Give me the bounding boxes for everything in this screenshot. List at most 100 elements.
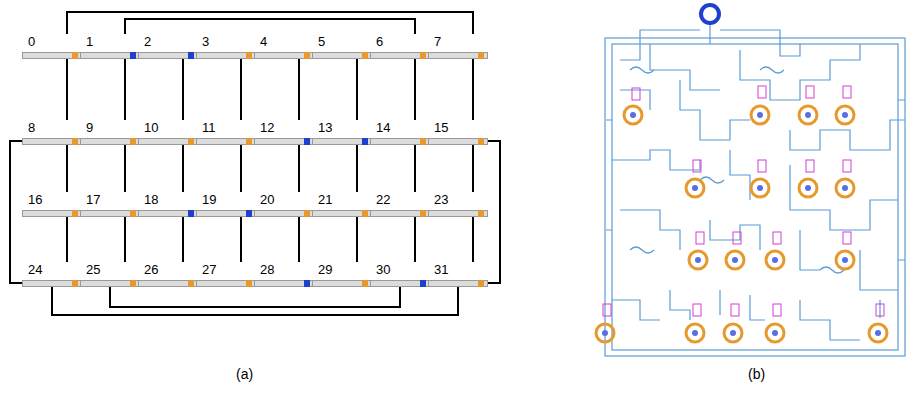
readout-marker — [246, 138, 252, 145]
coupler-line — [124, 59, 126, 120]
readout-marker — [420, 210, 426, 217]
qubit: 26 — [138, 262, 198, 287]
coupler-line — [414, 145, 416, 192]
qubit: 25 — [80, 262, 140, 287]
qubit-number: 19 — [196, 192, 256, 207]
qubit-number: 2 — [138, 34, 198, 49]
readout-marker — [478, 52, 484, 59]
coupler-line — [182, 217, 184, 262]
coupler-line — [182, 145, 184, 192]
qubit-number: 25 — [80, 262, 140, 277]
readout-marker — [246, 210, 252, 217]
qubit-number: 24 — [22, 262, 82, 277]
qubit: 11 — [196, 120, 256, 145]
qubit: 2 — [138, 34, 198, 59]
qubit: 18 — [138, 192, 198, 217]
coupler-line — [124, 217, 126, 262]
coupler-line — [67, 12, 473, 34]
readout-marker — [420, 280, 426, 287]
qubit: 28 — [254, 262, 314, 287]
qubit: 13 — [312, 120, 372, 145]
readout-marker — [72, 138, 78, 145]
qubit: 9 — [80, 120, 140, 145]
readout-marker — [420, 138, 426, 145]
readout-marker — [188, 280, 194, 287]
qubit-number: 4 — [254, 34, 314, 49]
coupler-line — [356, 145, 358, 192]
coupler-line — [125, 19, 415, 34]
qubit-number: 6 — [370, 34, 430, 49]
qubit: 23 — [428, 192, 488, 217]
coupler-line — [472, 59, 474, 120]
qubit-number: 27 — [196, 262, 256, 277]
qubit: 29 — [312, 262, 372, 287]
coupler-line — [298, 217, 300, 262]
readout-marker — [188, 52, 194, 59]
qubit-number: 12 — [254, 120, 314, 135]
coupler-line — [472, 217, 474, 262]
panel-label: (a) — [236, 366, 253, 382]
coupler-line — [488, 141, 500, 283]
qubit-number: 20 — [254, 192, 314, 207]
coupler-line — [66, 145, 68, 192]
qubit: 6 — [370, 34, 430, 59]
qubit-number: 22 — [370, 192, 430, 207]
readout-marker — [420, 52, 426, 59]
readout-marker — [130, 210, 136, 217]
qubit: 22 — [370, 192, 430, 217]
coupler-line — [66, 59, 68, 120]
qubit: 8 — [22, 120, 82, 145]
qubit-number: 16 — [22, 192, 82, 207]
qubit: 31 — [428, 262, 488, 287]
readout-marker — [130, 52, 136, 59]
qubit-number: 5 — [312, 34, 372, 49]
qubit-number: 0 — [22, 34, 82, 49]
readout-marker — [246, 52, 252, 59]
readout-marker — [246, 280, 252, 287]
qubit: 4 — [254, 34, 314, 59]
coupler-line — [472, 145, 474, 192]
coupler-line — [414, 59, 416, 120]
readout-marker — [478, 210, 484, 217]
readout-marker — [362, 138, 368, 145]
coupler-line — [356, 59, 358, 120]
readout-marker — [362, 210, 368, 217]
qubit: 3 — [196, 34, 256, 59]
readout-marker — [72, 280, 78, 287]
qubit-number: 7 — [428, 34, 488, 49]
readout-marker — [362, 52, 368, 59]
coupler-line — [356, 217, 358, 262]
qubit: 16 — [22, 192, 82, 217]
readout-marker — [304, 52, 310, 59]
readout-marker — [188, 138, 194, 145]
coupler-line — [52, 287, 458, 315]
readout-marker — [72, 52, 78, 59]
readout-marker — [130, 280, 136, 287]
qubit: 19 — [196, 192, 256, 217]
qubit-number: 8 — [22, 120, 82, 135]
coupler-line — [298, 59, 300, 120]
qubit: 30 — [370, 262, 430, 287]
qubit: 12 — [254, 120, 314, 145]
readout-marker — [362, 280, 368, 287]
readout-marker — [478, 280, 484, 287]
readout-marker — [304, 210, 310, 217]
qubit: 5 — [312, 34, 372, 59]
qubit-number: 13 — [312, 120, 372, 135]
qubit: 21 — [312, 192, 372, 217]
coupler-line — [240, 145, 242, 192]
qubit-number: 14 — [370, 120, 430, 135]
qubit-number: 26 — [138, 262, 198, 277]
qubit: 27 — [196, 262, 256, 287]
qubit-number: 11 — [196, 120, 256, 135]
qubit-number: 9 — [80, 120, 140, 135]
qubit-number: 28 — [254, 262, 314, 277]
qubit: 20 — [254, 192, 314, 217]
qubit: 17 — [80, 192, 140, 217]
qubit: 10 — [138, 120, 198, 145]
qubit-number: 3 — [196, 34, 256, 49]
coupler-line — [124, 145, 126, 192]
qubit: 1 — [80, 34, 140, 59]
qubit-number: 31 — [428, 262, 488, 277]
